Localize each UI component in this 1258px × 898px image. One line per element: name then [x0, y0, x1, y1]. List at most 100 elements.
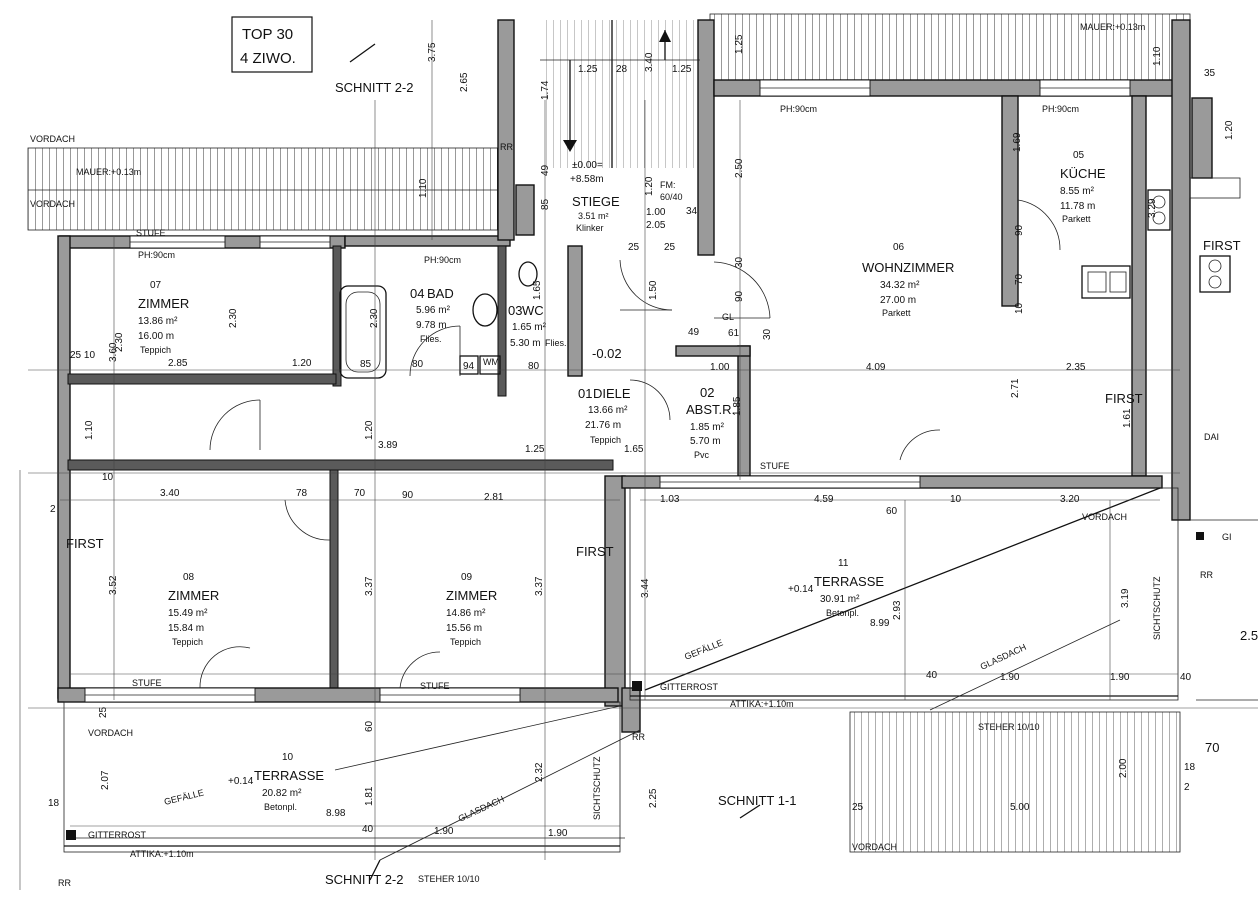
room-07-perimeter: 16.00 m: [138, 331, 174, 342]
dim-100: 1.00: [646, 207, 666, 218]
label-glasdach-2: GLASDACH: [457, 794, 506, 824]
toilet: [518, 261, 538, 287]
room-03-floor: Flies.: [545, 338, 567, 348]
label-attika-2: ATTIKA:+1.10m: [130, 849, 194, 859]
room-02-number: 02: [700, 385, 714, 400]
section-2-2-top: SCHNITT 2-2: [335, 80, 414, 95]
dim-60b: 60: [364, 720, 375, 732]
label-vordach-a: VORDACH: [30, 134, 75, 144]
dim-110c: 1.10: [1152, 46, 1163, 66]
label-first-1: FIRST: [1105, 391, 1143, 406]
label-first-2: FIRST: [66, 536, 104, 551]
room-01-area: 13.66 m²: [588, 405, 628, 416]
dim-181: 1.81: [364, 786, 375, 806]
room-08-area: 15.49 m²: [168, 608, 208, 619]
dim-174: 1.74: [540, 80, 551, 100]
room-04-name: BAD: [427, 286, 454, 301]
dim-40c: 40: [362, 824, 374, 835]
dim-230c: 2.30: [369, 308, 380, 328]
label-gl: GL: [722, 312, 734, 322]
dim-375: 3.75: [427, 42, 438, 62]
label-sichtschutz-2: SICHTSCHUTZ: [592, 756, 602, 820]
stair-level-2: +8.58m: [570, 174, 604, 185]
stair-level-1: ±0.00=: [572, 160, 603, 171]
dim-10b: 10: [102, 472, 114, 483]
room-03-area: 1.65 m²: [512, 322, 547, 333]
dim-85b: 85: [360, 359, 372, 370]
dim-165a: 1.65: [624, 444, 644, 455]
room-05-floor: Parkett: [1062, 214, 1091, 224]
room-04-area: 5.96 m²: [416, 305, 451, 316]
terrace-11-outline: [629, 487, 1179, 701]
dim-94: 94: [463, 361, 475, 372]
dim-899: 8.99: [870, 618, 890, 629]
dim-500: 5.00: [1010, 802, 1030, 813]
room-05-name: KÜCHE: [1060, 166, 1106, 181]
room-01-name: DIELE: [593, 386, 631, 401]
room-07-area: 13.86 m²: [138, 316, 178, 327]
dim-110a: 1.10: [84, 420, 95, 440]
label-wm: WM: [483, 357, 499, 367]
room-04-number: 04: [410, 286, 424, 301]
dim-205: 2.05: [646, 220, 666, 231]
label-rr-4: RR: [58, 878, 71, 888]
room-02-name: ABST.R.: [686, 402, 735, 417]
terrace-10-outline: [63, 701, 621, 853]
dim-80b: 80: [528, 361, 540, 372]
label-first-4: FIRST: [1203, 238, 1241, 253]
stair-name: STIEGE: [572, 194, 620, 209]
room-04-perimeter: 9.78 m: [416, 320, 447, 331]
door-swings: [199, 199, 1061, 689]
dim-190b: 1.90: [1110, 672, 1130, 683]
dim-30b: 30: [762, 328, 773, 340]
room-07-number: 07: [150, 280, 162, 291]
dim-150: 1.50: [648, 280, 659, 300]
room-09-floor: Teppich: [450, 637, 481, 647]
room-05-area: 8.55 m²: [1060, 186, 1095, 197]
label-mauer-b: MAUER:+0.13m: [1080, 22, 1145, 32]
dim-344: 3.44: [640, 578, 651, 598]
room-09-area: 14.86 m²: [446, 608, 486, 619]
label-sichtschutz-1: SICHTSCHUTZ: [1152, 576, 1162, 640]
dim-389: 3.89: [378, 440, 398, 451]
room-09-name: ZIMMER: [446, 588, 497, 603]
dim-235: 2.35: [1066, 362, 1086, 373]
dim-337b: 3.37: [534, 576, 545, 596]
dim-285: 2.85: [168, 358, 188, 369]
dim-2b: 2: [1184, 782, 1190, 793]
dim-459: 4.59: [814, 494, 834, 505]
room-09-number: 09: [461, 572, 473, 583]
room-11-area: 30.91 m²: [820, 594, 860, 605]
dim-898: 8.98: [326, 808, 346, 819]
dim-25d: 25: [852, 802, 864, 813]
dim-190c: 1.90: [434, 826, 454, 837]
dim-40a: 40: [926, 670, 938, 681]
dim-25c: 25: [98, 706, 109, 718]
room-08-floor: Teppich: [172, 637, 203, 647]
room-07-floor: Teppich: [140, 345, 171, 355]
dim-165b: 1.65: [532, 280, 543, 300]
label-gefaelle-1: GEFÄLLE: [683, 637, 724, 661]
dim-28: 28: [616, 64, 628, 75]
vordach-hatch-left: [28, 148, 498, 230]
label-attika-1: ATTIKA:+1.10m: [730, 699, 794, 709]
section-2-2-bottom: SCHNITT 2-2: [325, 872, 404, 887]
label-steher-2: STEHER 10/10: [418, 874, 480, 884]
dim-10c: 10: [950, 494, 962, 505]
room-01-floor: Teppich: [590, 435, 621, 445]
dim-80a: 80: [412, 359, 424, 370]
label-vordach-c: VORDACH: [88, 728, 133, 738]
dim-340b: 3.40: [160, 488, 180, 499]
dim-337a: 3.37: [364, 576, 375, 596]
kitchen-sink: [1081, 265, 1131, 299]
dim-265: 2.65: [459, 72, 470, 92]
dim-120a: 1.20: [644, 176, 655, 196]
label-ph-4: PH:90cm: [1042, 104, 1079, 114]
room-11-number: 11: [838, 558, 849, 569]
dim-120d: 1.20: [1224, 120, 1235, 140]
dim-30a: 30: [734, 256, 745, 268]
dim-125a: 1.25: [578, 64, 598, 75]
dim-90a: 90: [734, 290, 745, 302]
label-vordach-d: VORDACH: [1082, 512, 1127, 522]
